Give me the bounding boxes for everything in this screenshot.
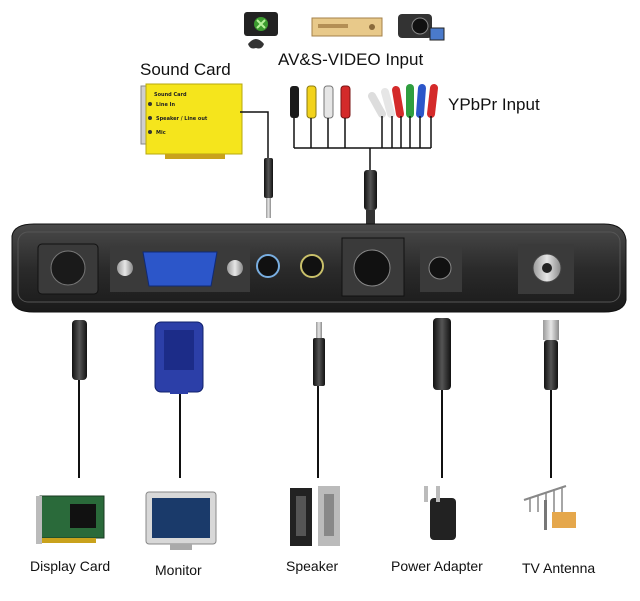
port-power-dc xyxy=(420,246,462,292)
label-sound-card: Sound Card xyxy=(140,60,231,79)
speaker-icon xyxy=(290,486,340,546)
audio-jack-plug xyxy=(264,158,273,218)
label-tv-antenna: TV Antenna xyxy=(522,560,596,576)
dvd-player-icon xyxy=(311,17,383,37)
port-tv-antenna xyxy=(518,244,574,294)
antenna-plug xyxy=(543,320,559,390)
sound-card-line-out-label: Speaker / Line out xyxy=(156,116,208,122)
tv-antenna-icon xyxy=(523,485,576,530)
xbox-console-icon xyxy=(244,12,278,49)
port-vga-out-din xyxy=(37,243,99,295)
speaker-jack-plug xyxy=(313,322,325,386)
label-av-svideo-input: AV&S-VIDEO Input xyxy=(278,50,424,69)
power-adapter-icon xyxy=(424,486,456,540)
bottom-cables xyxy=(78,380,552,478)
input-wiring xyxy=(240,111,432,172)
av-rca-plugs xyxy=(290,85,351,119)
svideo-plug xyxy=(364,170,377,224)
label-monitor: Monitor xyxy=(155,562,202,578)
sound-card-board-title: Sound Card xyxy=(154,92,187,98)
port-svideo-in xyxy=(341,237,405,297)
sound-card-mic-label: Mic xyxy=(156,130,166,136)
label-ypbpr-input: YPbPr Input xyxy=(448,95,540,114)
port-audio-jacks xyxy=(256,254,324,278)
label-power-adapter: Power Adapter xyxy=(391,558,483,574)
camcorder-icon xyxy=(398,14,445,41)
power-plug xyxy=(433,318,451,390)
ypbpr-rca-plugs xyxy=(368,84,438,118)
monitor-icon xyxy=(145,491,217,550)
sound-card-board xyxy=(140,83,243,159)
label-display-card: Display Card xyxy=(30,558,111,574)
vga-cable-plug xyxy=(154,321,204,394)
label-speaker: Speaker xyxy=(286,558,339,574)
display-card-icon xyxy=(36,495,105,544)
display-card-plug xyxy=(72,320,87,380)
sound-card-line-in-label: Line In xyxy=(156,102,176,108)
port-vga-in xyxy=(110,246,250,292)
